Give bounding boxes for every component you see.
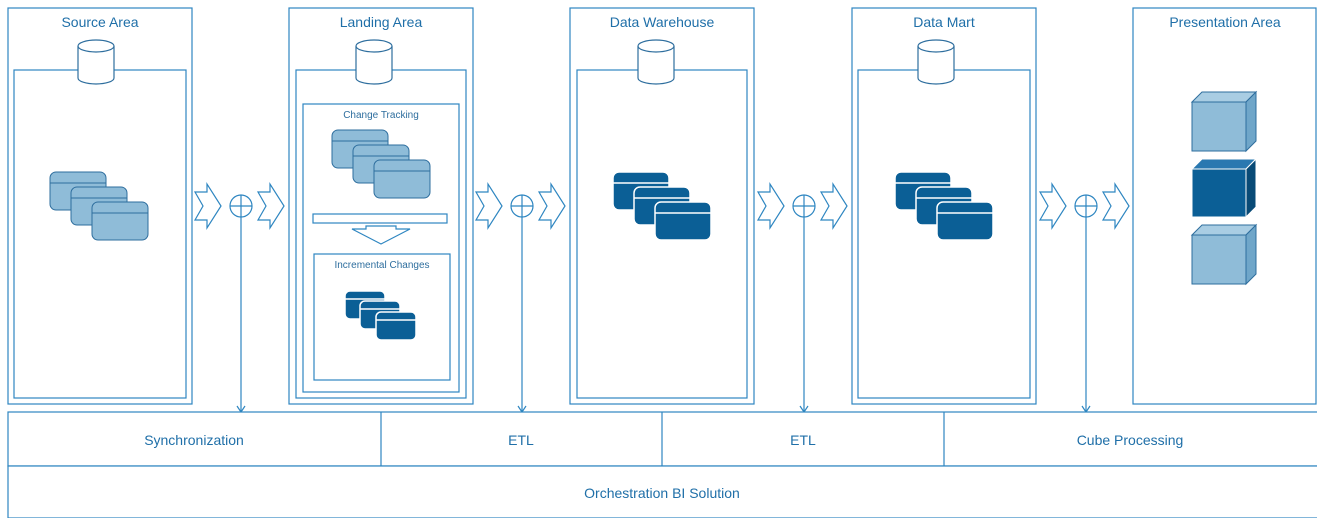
cube-icon-light bbox=[1190, 90, 1258, 153]
connector-source-landing bbox=[194, 183, 285, 414]
source-area: Source Area bbox=[7, 7, 193, 405]
merge-icon bbox=[229, 194, 253, 218]
presentation-area-title: Presentation Area bbox=[1169, 14, 1281, 30]
arrow-icon bbox=[194, 183, 222, 229]
data-warehouse-title: Data Warehouse bbox=[610, 14, 715, 30]
process-cube-processing: Cube Processing bbox=[1077, 432, 1184, 448]
merge-icon bbox=[1074, 194, 1098, 218]
cube-icon-dark bbox=[1190, 157, 1258, 219]
data-mart-title: Data Mart bbox=[913, 14, 975, 30]
merge-icon bbox=[792, 194, 816, 218]
arrow-icon bbox=[1039, 183, 1067, 229]
arrow-icon bbox=[538, 183, 566, 229]
connector-warehouse-mart bbox=[757, 183, 848, 414]
orchestration-bar: Orchestration BI Solution bbox=[7, 465, 1317, 518]
merge-icon bbox=[510, 194, 534, 218]
change-tracking-label: Change Tracking bbox=[343, 110, 419, 121]
arrow-icon bbox=[1102, 183, 1130, 229]
arrow-icon bbox=[257, 183, 285, 229]
database-icon bbox=[77, 39, 115, 85]
source-area-title: Source Area bbox=[61, 14, 138, 30]
process-bar: Synchronization ETL ETL Cube Processing bbox=[7, 411, 1317, 467]
connector-landing-warehouse bbox=[475, 183, 566, 414]
connector-mart-presentation bbox=[1039, 183, 1130, 414]
down-arrow-icon bbox=[312, 213, 448, 245]
database-icon bbox=[637, 39, 675, 85]
data-warehouse-area: Data Warehouse bbox=[569, 7, 755, 405]
arrow-icon bbox=[757, 183, 785, 229]
incremental-table-icon bbox=[344, 290, 417, 341]
incremental-changes-label: Incremental Changes bbox=[334, 260, 429, 271]
database-icon bbox=[355, 39, 393, 85]
arrow-icon bbox=[820, 183, 848, 229]
orchestration-label: Orchestration BI Solution bbox=[584, 485, 740, 501]
landing-area-title: Landing Area bbox=[340, 14, 423, 30]
process-etl-warehouse: ETL bbox=[508, 432, 534, 448]
process-synchronization: Synchronization bbox=[144, 432, 244, 448]
data-mart-area: Data Mart bbox=[851, 7, 1037, 405]
database-icon bbox=[917, 39, 955, 85]
landing-area: Landing Area Change Tracking Incremental… bbox=[288, 7, 474, 405]
process-etl-mart: ETL bbox=[790, 432, 816, 448]
presentation-area: Presentation Area bbox=[1132, 7, 1317, 405]
cube-icon-light bbox=[1190, 223, 1258, 286]
arrow-icon bbox=[475, 183, 503, 229]
